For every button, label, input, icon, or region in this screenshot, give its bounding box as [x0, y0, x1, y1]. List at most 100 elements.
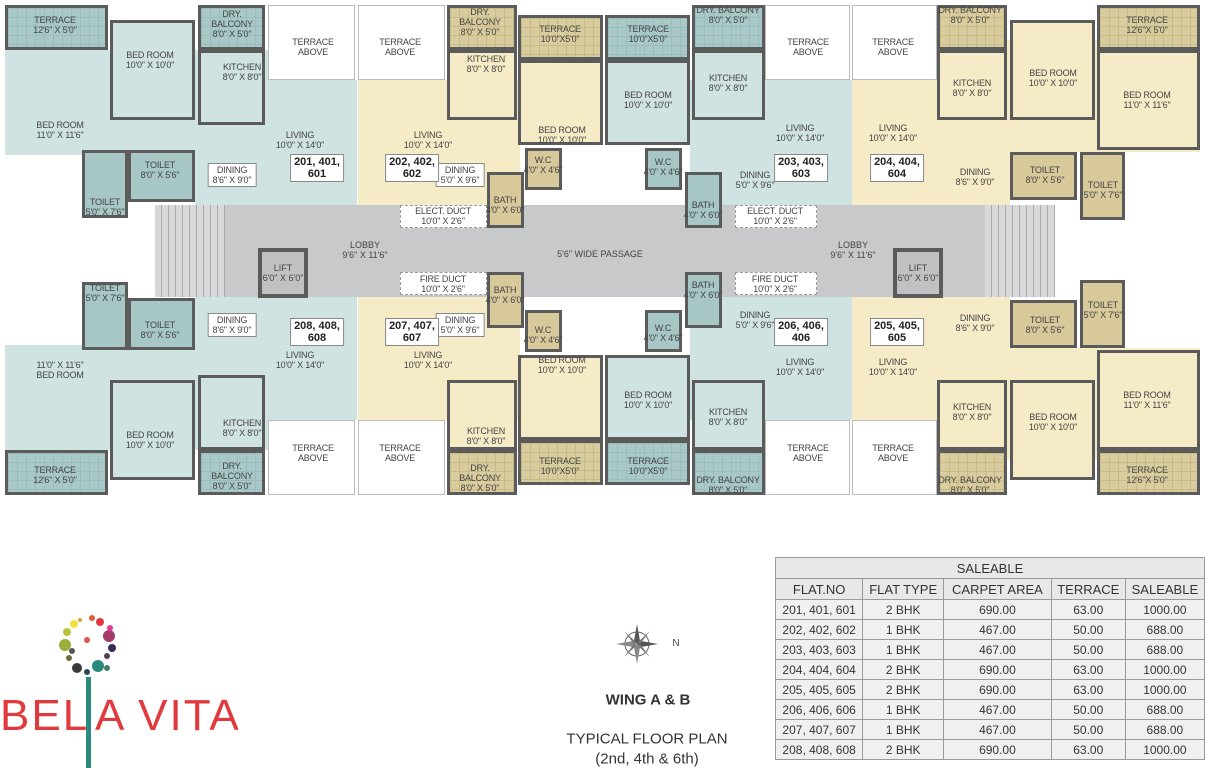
room-label-line: BED ROOM: [126, 430, 174, 440]
room-label-line: TERRACE: [627, 456, 669, 466]
room-label-line: 11'0" X 11'6": [1123, 400, 1171, 410]
room: [937, 450, 1007, 495]
room-label-line: 10'0" X 10'0": [1028, 422, 1078, 432]
table-cell: 1000.00: [1124, 679, 1206, 700]
room-label-line: ABOVE: [792, 453, 824, 463]
table-header-cell: SALEABLE: [1124, 578, 1206, 600]
flat-number-line: 202, 402,: [389, 156, 435, 168]
room-label-line: DINING: [739, 170, 771, 180]
room-label-line: 5'0" X 9'6": [735, 180, 775, 190]
room-label-line: 10'0" X 14'0": [275, 360, 325, 370]
table-cell: 50.00: [1050, 639, 1126, 660]
room: [937, 50, 1007, 120]
room-label-line: ABOVE: [384, 47, 416, 57]
room-label-line: 12'6" X 5'0": [33, 25, 77, 35]
flat-number-tag: 204, 404,604: [870, 154, 924, 182]
flat-number-tag: 207, 407,607: [385, 318, 439, 346]
room-label-line: TOILET: [89, 197, 121, 207]
lobby-name: LOBBY: [349, 240, 381, 250]
room: [735, 205, 817, 228]
logo-dot: [89, 615, 95, 621]
flat-number-line: 601: [307, 168, 327, 180]
room-label-line: KITCHEN: [466, 426, 506, 436]
room: [447, 450, 517, 495]
room: [198, 50, 265, 125]
room-label-line: 8'0" X 5'0": [460, 27, 500, 37]
room: [685, 272, 722, 328]
staircase-right: [985, 205, 1055, 297]
room-label-line: LIVING: [878, 357, 908, 367]
room-label-line: 10'0" X 14'0": [868, 367, 918, 377]
logo-text-part1: BEL: [0, 691, 90, 740]
room: [605, 355, 690, 440]
room: [518, 355, 603, 440]
flat-number-line: 201, 401,: [294, 156, 340, 168]
room-label-line: DINING: [739, 310, 771, 320]
room-label-line: 4'0" X 4'6": [523, 335, 563, 345]
room-label-line: TERRACE: [292, 37, 334, 47]
room-label-line: BED ROOM: [1029, 68, 1077, 78]
room-label-line: TERRACE: [1126, 465, 1168, 475]
flat-number-line: 608: [307, 332, 327, 344]
room-label-line: 8'6" X 9'0": [955, 323, 995, 333]
room: [525, 310, 562, 352]
table-cell: 205, 405, 605: [774, 679, 864, 700]
room-label-line: BALCONY: [459, 473, 501, 483]
room-label-line: W.C: [534, 155, 552, 165]
table-cell: 2 BHK: [862, 599, 945, 620]
lift-left: [258, 248, 308, 298]
room-label-line: ABOVE: [877, 47, 909, 57]
table-cell: 1 BHK: [862, 719, 945, 740]
table-header-cell: TERRACE: [1050, 578, 1126, 600]
room: [487, 272, 524, 328]
room: [645, 310, 682, 352]
table-cell: 1 BHK: [862, 699, 945, 720]
room: [1097, 5, 1200, 50]
room-label-line: LIVING: [878, 123, 908, 133]
room-label-line: TOILET: [1029, 315, 1061, 325]
flat-number-line: 207, 407,: [389, 320, 435, 332]
room-label-line: 10'0" X 10'0": [537, 365, 587, 375]
table-cell: 467.00: [943, 699, 1052, 720]
table-cell: 688.00: [1124, 639, 1206, 660]
lift-name: LIFT: [908, 263, 928, 273]
room-label-line: 10'0" X 2'6": [753, 216, 797, 226]
room-label-line: 8'0" X 5'0": [950, 15, 990, 25]
room: [518, 440, 603, 485]
room-label-line: 12'6"X 5'0": [1126, 475, 1168, 485]
room-label-line: LIVING: [413, 130, 443, 140]
room-label-line: BED ROOM: [624, 390, 672, 400]
table-cell: 1 BHK: [862, 639, 945, 660]
room-label-line: 10'0" X 14'0": [868, 133, 918, 143]
room-label-line: ELECT. DUCT: [747, 206, 803, 216]
room-label-line: LIVING: [413, 350, 443, 360]
logo-dot: [69, 648, 75, 654]
room-label-line: 8'0" X 8'0": [222, 72, 262, 82]
room-label-line: TOILET: [144, 320, 176, 330]
flat-number-line: 602: [402, 168, 422, 180]
